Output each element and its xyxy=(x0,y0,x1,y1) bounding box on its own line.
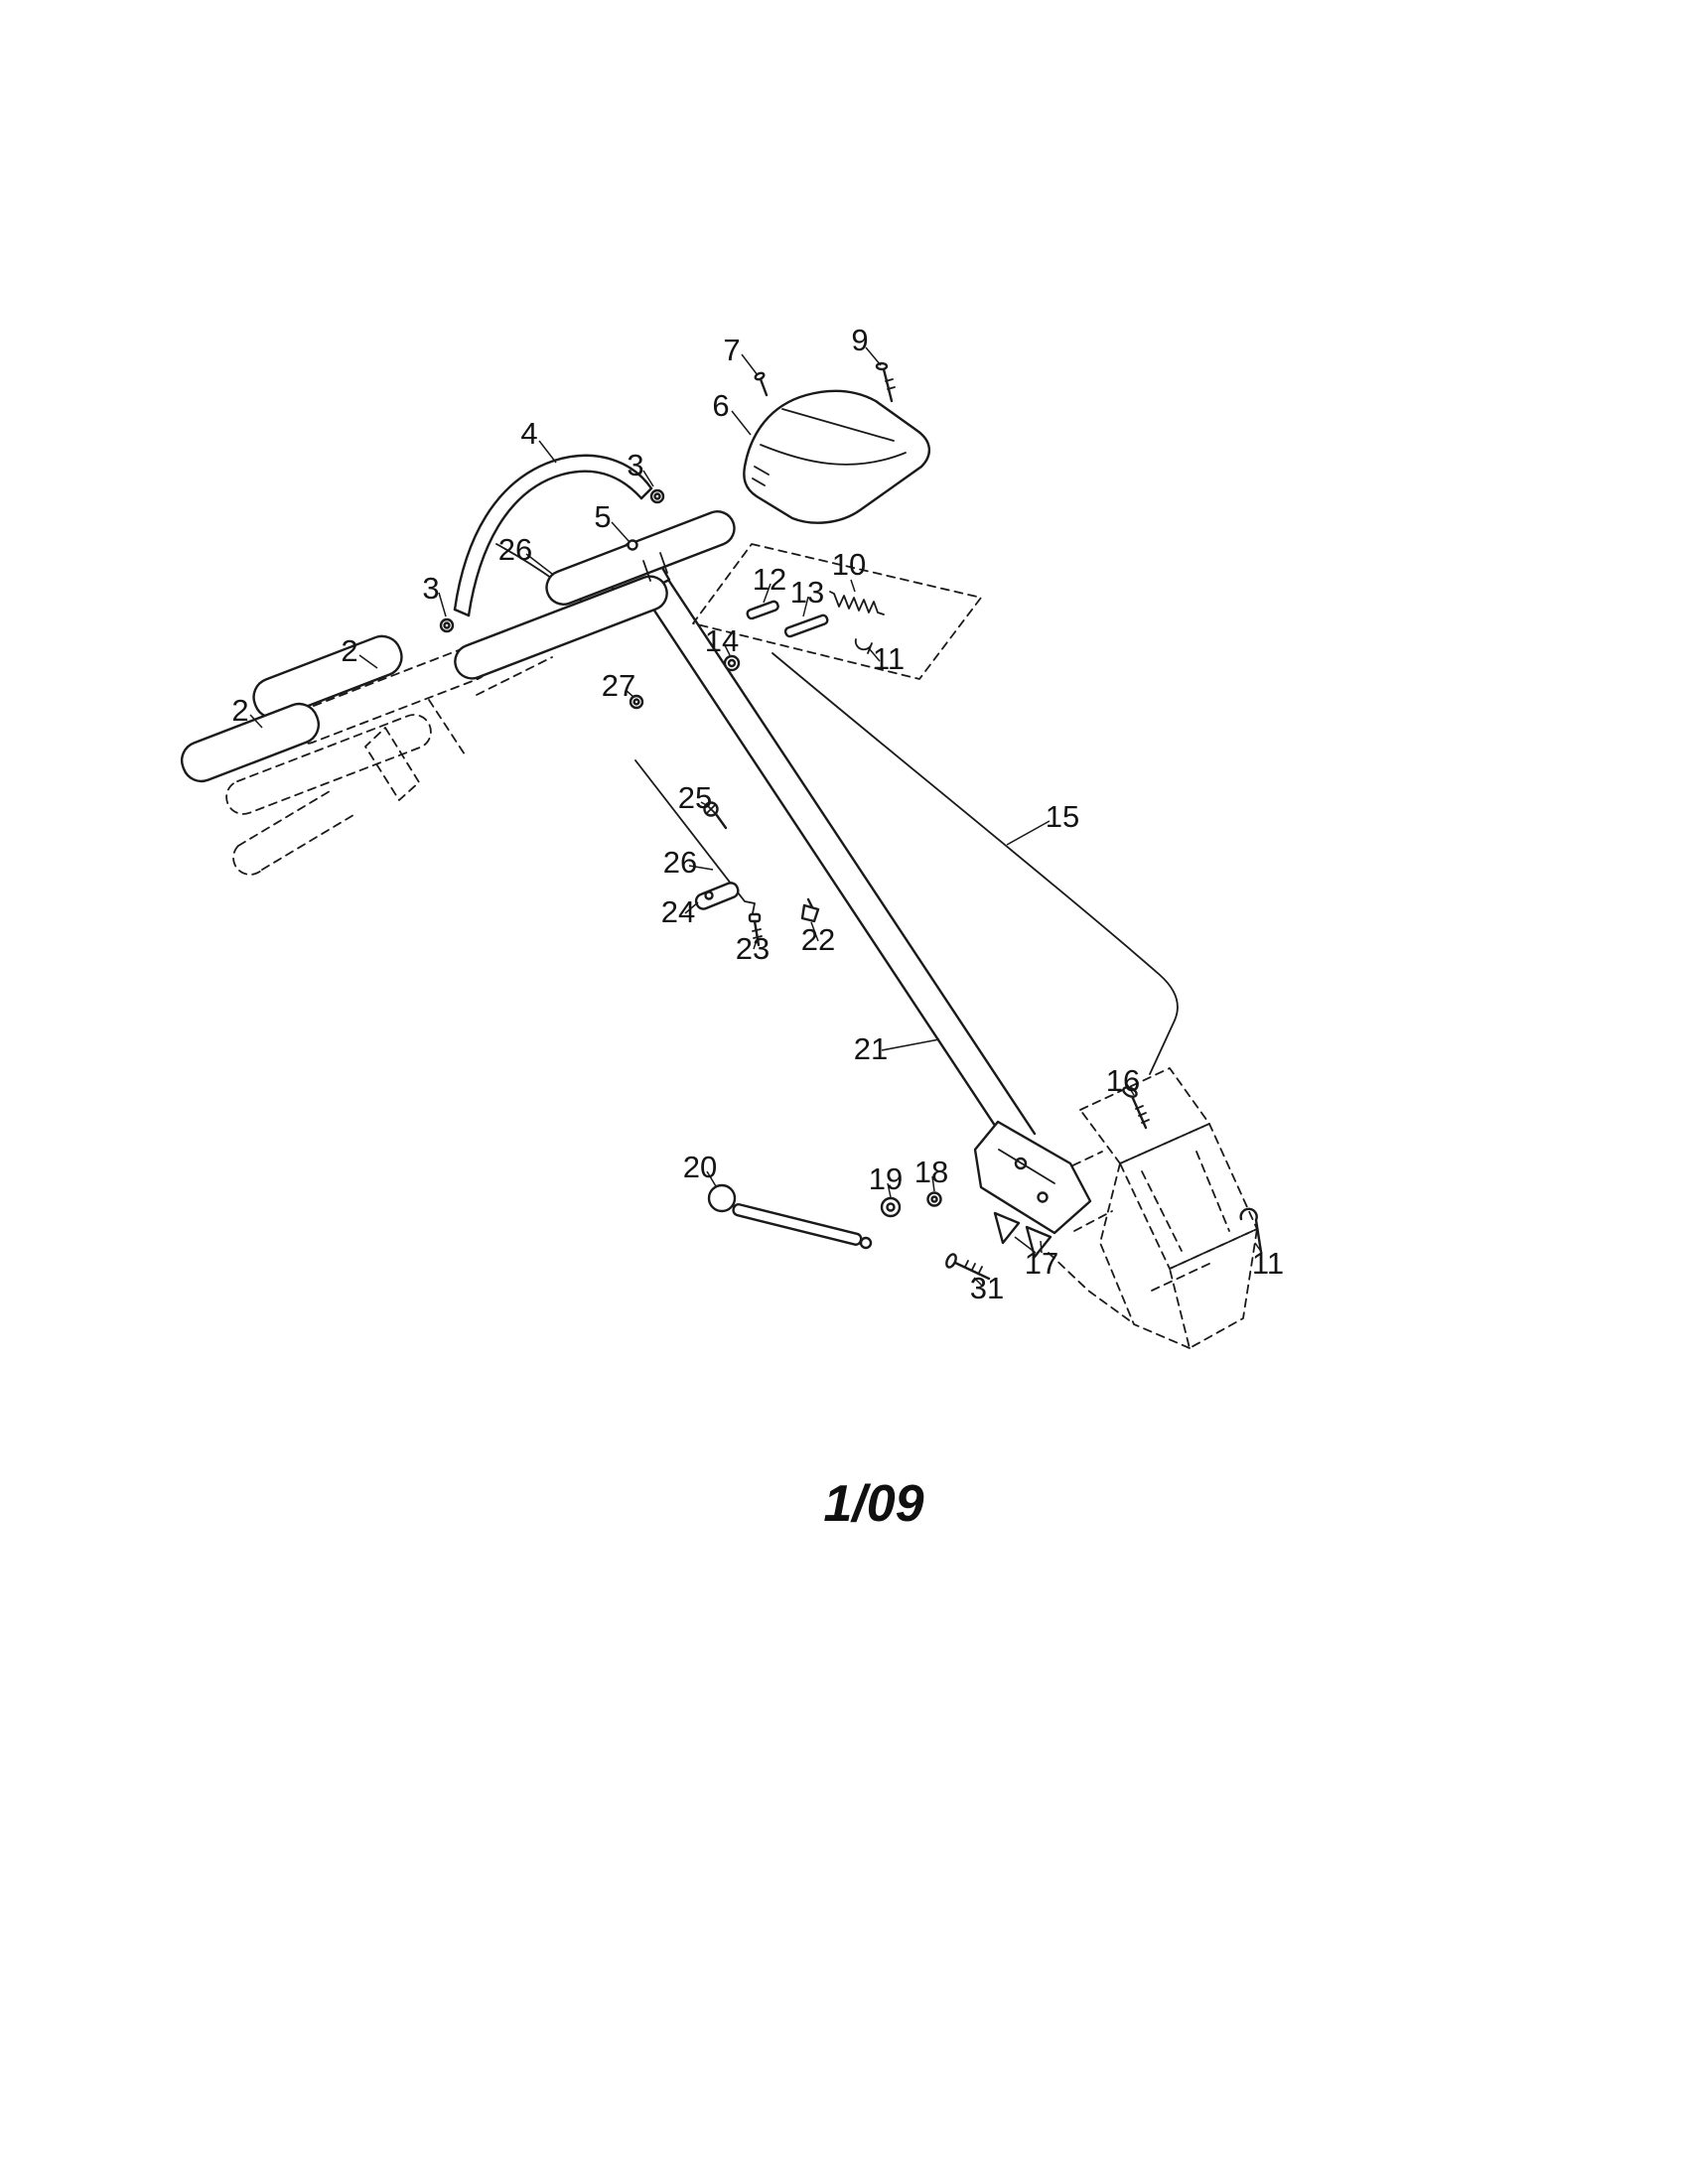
callout-26-upper: 26 xyxy=(498,532,532,567)
callout-27: 27 xyxy=(602,668,635,703)
part-12-pin xyxy=(746,600,779,620)
leader-16 xyxy=(1126,1083,1135,1096)
callout-4: 4 xyxy=(520,416,537,451)
leader-15 xyxy=(1006,820,1051,846)
part-7-screw xyxy=(754,371,769,397)
part-6-cover xyxy=(743,389,930,524)
part-18-washer xyxy=(926,1191,942,1207)
callout-7: 7 xyxy=(723,333,740,367)
leader-20 xyxy=(706,1170,717,1187)
callout-26-lower: 26 xyxy=(663,845,697,880)
part-10-spring xyxy=(829,591,885,615)
leader-14 xyxy=(724,644,731,656)
callout-2-a: 2 xyxy=(341,633,357,668)
callout-10: 10 xyxy=(832,547,866,582)
callout-numbers: 7 9 6 4 3 5 26 10 12 13 3 14 2 11 2 27 2… xyxy=(231,323,1284,1305)
callout-13: 13 xyxy=(790,575,824,610)
handlebar-assembly xyxy=(454,510,736,680)
part-23-bolt xyxy=(748,912,763,947)
callout-19: 19 xyxy=(869,1161,903,1196)
leader-19 xyxy=(887,1182,892,1198)
grip-a xyxy=(252,634,403,720)
callout-11-b: 11 xyxy=(1252,1246,1284,1281)
part-14-nut xyxy=(723,654,741,672)
leader-12 xyxy=(763,583,772,604)
callout-16: 16 xyxy=(1106,1063,1140,1098)
callout-23: 23 xyxy=(736,931,770,966)
part-3-bolt-lower xyxy=(439,617,455,633)
leader-27 xyxy=(625,689,634,698)
part-2-grips xyxy=(180,634,403,783)
leader-4 xyxy=(538,440,557,464)
leader-9 xyxy=(865,346,882,366)
callout-24: 24 xyxy=(661,894,695,929)
callout-22: 22 xyxy=(801,922,835,957)
leader-17-b xyxy=(1040,1240,1043,1254)
part-17-wedges xyxy=(993,1211,1052,1259)
leader-2-b xyxy=(249,714,263,729)
callout-14: 14 xyxy=(705,623,739,658)
ghost-cover-mount xyxy=(692,543,982,680)
callout-6: 6 xyxy=(712,388,729,423)
part-9-screw xyxy=(875,361,896,403)
cable-26-lower xyxy=(634,759,756,914)
leader-31 xyxy=(973,1277,983,1287)
leader-26-upper xyxy=(525,553,553,575)
grip-b xyxy=(180,702,321,783)
leader-2-a xyxy=(358,654,378,669)
callout-17: 17 xyxy=(1025,1246,1058,1281)
callout-3-lower: 3 xyxy=(422,571,439,606)
callout-18: 18 xyxy=(914,1155,948,1189)
part-20-rod xyxy=(707,1183,873,1250)
callout-25: 25 xyxy=(678,780,712,815)
part-11-pin-lower xyxy=(1239,1207,1263,1254)
callout-15: 15 xyxy=(1046,799,1079,834)
leader-26-lower xyxy=(688,865,714,871)
part-27-nut xyxy=(629,694,644,710)
tube-end-bracket xyxy=(973,1120,1092,1235)
leader-23 xyxy=(753,939,758,950)
part-4-bail xyxy=(439,454,665,633)
leader-5 xyxy=(611,521,631,543)
callout-20: 20 xyxy=(683,1150,717,1184)
leader-11-b xyxy=(1254,1242,1263,1254)
part-5-bolt xyxy=(627,539,638,551)
part-19-washer xyxy=(880,1196,902,1218)
part-24-clamp xyxy=(694,882,740,910)
part-15-tine-rod xyxy=(772,652,1179,1075)
leader-25 xyxy=(700,801,709,807)
part-13-pin xyxy=(783,614,829,638)
date-label: 1/09 xyxy=(823,1475,923,1533)
callout-21: 21 xyxy=(854,1031,888,1066)
handlebar-lower xyxy=(454,575,668,680)
callout-5: 5 xyxy=(594,499,611,534)
leader-21 xyxy=(881,1038,940,1051)
part-3-bolt-upper xyxy=(649,488,665,504)
leader-11-a xyxy=(868,647,881,662)
leader-3-lower xyxy=(438,592,447,617)
leader-6 xyxy=(731,410,752,436)
callout-3-upper: 3 xyxy=(627,448,643,482)
leader-18 xyxy=(931,1175,935,1192)
ghost-handle-position xyxy=(225,645,553,876)
callout-12: 12 xyxy=(753,562,786,597)
callout-9: 9 xyxy=(851,323,868,357)
leader-24 xyxy=(684,901,699,914)
part-11-clip-upper xyxy=(854,638,873,654)
callout-leader-lines xyxy=(249,346,1263,1287)
leader-3-upper xyxy=(642,470,654,487)
callout-11-a: 11 xyxy=(873,641,905,676)
part-22-clip xyxy=(800,897,820,923)
leader-7 xyxy=(741,353,759,376)
leader-13 xyxy=(802,596,809,617)
leader-17-a xyxy=(1014,1236,1037,1254)
part-31-bolt xyxy=(945,1253,991,1281)
callout-2-b: 2 xyxy=(231,693,248,728)
callout-31: 31 xyxy=(970,1271,1004,1305)
leader-22 xyxy=(810,921,819,942)
leader-10 xyxy=(850,579,856,593)
